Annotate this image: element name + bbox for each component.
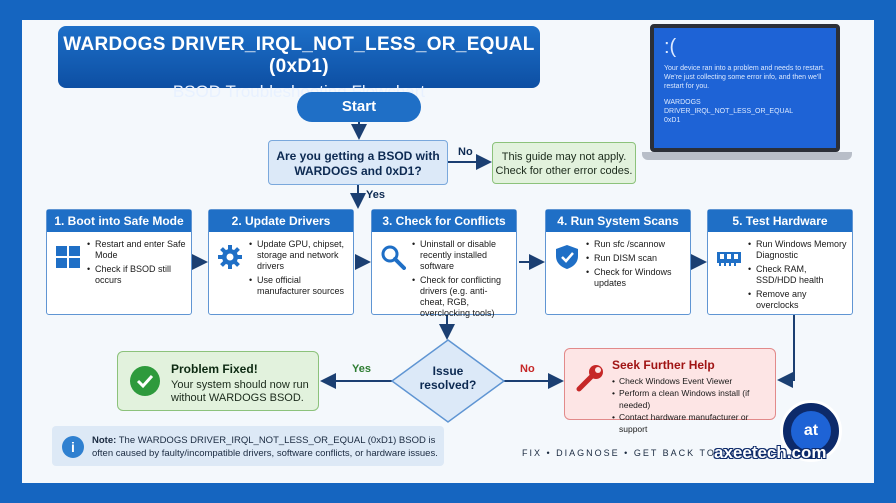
tagline: FIX • DIAGNOSE • GET BACK TO GAMING xyxy=(522,448,769,458)
step-update-drivers: 2. Update Drivers Update GPU, chipset, s… xyxy=(208,209,354,315)
step-title: 2. Update Drivers xyxy=(209,210,353,232)
bsod-line-2: DRIVER_IRQL_NOT_LESS_OR_EQUAL xyxy=(664,108,794,115)
step-item: Check RAM, SSD/HDD health xyxy=(748,264,848,286)
title-banner: WARDOGS DRIVER_IRQL_NOT_LESS_OR_EQUAL (0… xyxy=(58,26,540,101)
laptop-base xyxy=(642,152,852,160)
note-box: i Note: The WARDOGS DRIVER_IRQL_NOT_LESS… xyxy=(52,426,444,466)
step-item: Remove any overclocks xyxy=(748,289,848,311)
step-run-scans: 4. Run System Scans Run sfc /scannow Run… xyxy=(545,209,691,315)
yes-label: Yes xyxy=(366,189,385,201)
step-item: Run sfc /scannow xyxy=(586,239,686,250)
bsod-message: Your device ran into a problem and needs… xyxy=(664,65,825,90)
flowchart-page: WARDOGS DRIVER_IRQL_NOT_LESS_OR_EQUAL (0… xyxy=(22,20,874,483)
magnifier-icon xyxy=(381,245,406,270)
fixed-desc: Your system should now run without WARDO… xyxy=(171,379,309,404)
help-item: Perform a clean Windows install (if need… xyxy=(612,387,775,411)
step-title: 3. Check for Conflicts xyxy=(372,210,516,232)
help-item: Check Windows Event Viewer xyxy=(612,375,775,387)
step-item: Check for conflicting drivers (e.g. anti… xyxy=(412,275,512,319)
step-item: Run DISM scan xyxy=(586,253,686,264)
step-test-hardware: 5. Test Hardware Run Windows Memory Diag… xyxy=(707,209,853,315)
connector-arrows xyxy=(192,122,795,423)
decision-yes-label: Yes xyxy=(352,363,371,375)
seek-help-node: Seek Further Help Check Windows Event Vi… xyxy=(564,348,776,434)
note-text: Note: The WARDOGS DRIVER_IRQL_NOT_LESS_O… xyxy=(92,434,440,460)
no-label: No xyxy=(458,146,473,158)
step-item: Run Windows Memory Diagnostic xyxy=(748,239,848,261)
memory-stick-icon xyxy=(717,252,741,266)
step-boot-safe-mode: 1. Boot into Safe Mode Restart and enter… xyxy=(46,209,192,315)
step-item: Update GPU, chipset, storage and network… xyxy=(249,239,349,272)
brand-logo: at xyxy=(780,400,842,462)
decision-node: Issue resolved? xyxy=(419,364,477,392)
fixed-title: Problem Fixed! xyxy=(171,362,258,376)
step-item: Check if BSOD still occurs xyxy=(87,264,187,286)
help-title: Seek Further Help xyxy=(612,358,715,372)
step-item: Check for Windows updates xyxy=(586,267,686,289)
windows-icon xyxy=(56,246,80,268)
laptop-illustration: :( Your device ran into a problem and ne… xyxy=(642,24,852,166)
start-node: Start xyxy=(297,92,421,122)
step-title: 1. Boot into Safe Mode xyxy=(47,210,191,232)
bsod-line-1: WARDOGS xyxy=(664,99,701,106)
note-body: The WARDOGS DRIVER_IRQL_NOT_LESS_OR_EQUA… xyxy=(92,435,438,459)
step-item: Restart and enter Safe Mode xyxy=(87,239,187,261)
problem-fixed-node: Problem Fixed! Your system should now ru… xyxy=(117,351,319,411)
bsod-screen: :( Your device ran into a problem and ne… xyxy=(650,24,840,152)
wrench-icon xyxy=(576,365,603,392)
step-item: Uninstall or disable recently installed … xyxy=(412,239,512,272)
logo-mark: at xyxy=(791,411,831,451)
brand-name: axeetech.com xyxy=(714,443,827,462)
help-item: Contact hardware manufacturer or support xyxy=(612,411,775,435)
step-check-conflicts: 3. Check for Conflicts Uninstall or disa… xyxy=(371,209,517,318)
decision-no-label: No xyxy=(520,363,535,375)
sad-face: :( xyxy=(664,36,677,58)
check-circle-icon xyxy=(130,366,160,396)
note-label: Note: xyxy=(92,435,117,446)
decision-diamond xyxy=(390,339,506,423)
step-title: 4. Run System Scans xyxy=(546,210,690,232)
question-node: Are you getting a BSOD with WARDOGS and … xyxy=(268,140,448,185)
no-apply-node: This guide may not apply. Check for othe… xyxy=(492,142,636,184)
shield-check-icon xyxy=(556,245,578,269)
info-icon: i xyxy=(62,436,84,458)
bsod-line-3: 0xD1 xyxy=(664,117,681,124)
step-item: Use official manufacturer sources xyxy=(249,275,349,297)
gear-icon xyxy=(218,245,242,269)
page-title: WARDOGS DRIVER_IRQL_NOT_LESS_OR_EQUAL (0… xyxy=(63,34,535,77)
step-title: 5. Test Hardware xyxy=(708,210,852,232)
